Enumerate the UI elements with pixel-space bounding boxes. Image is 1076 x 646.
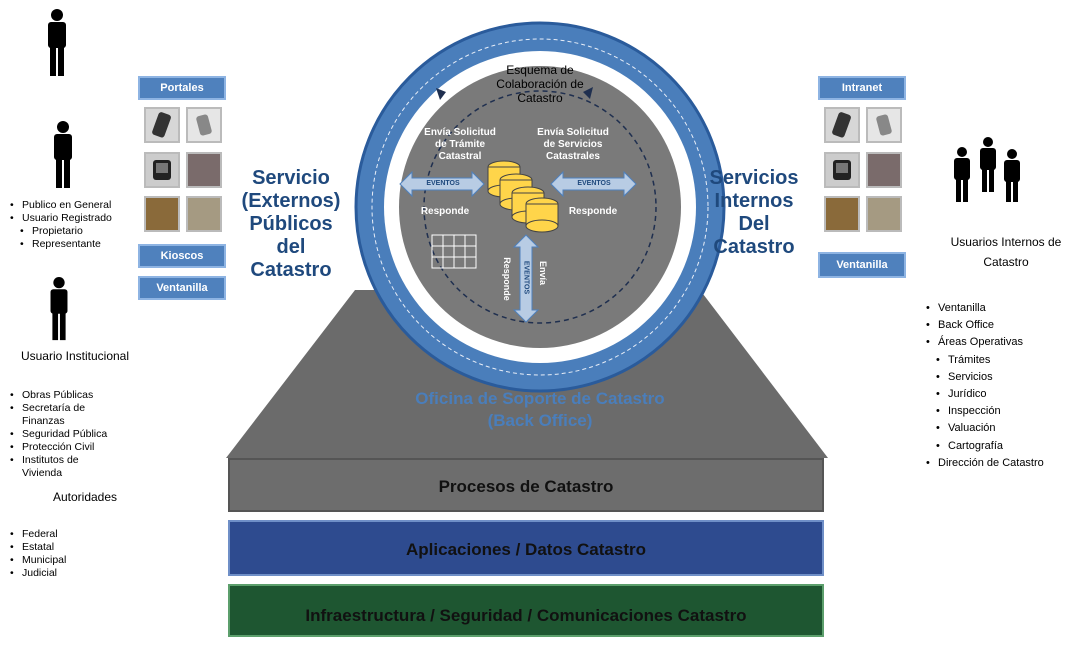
kiosk-thumbnail [866,196,902,232]
person-icon [54,121,72,188]
people-group-icon [954,137,1020,202]
person-icon [50,276,68,341]
person-icon [48,9,66,76]
list-item: Trámites [926,352,1076,369]
procesos-layer: Procesos de Catastro [228,458,824,512]
hand-thumbnail [866,152,902,188]
eventos-left-label: EVENTOS [426,180,460,187]
list-item: Institutos de Vivienda [10,454,110,480]
kiosk-thumbnail [186,196,222,232]
list-item: Ventanilla [926,300,1076,317]
list-item: Judicial [10,567,110,580]
list-item: Dirección de Catastro [926,455,1076,472]
list-item: Jurídico [926,386,1076,403]
list-item: Estatal [10,541,110,554]
aplicaciones-layer: Aplicaciones / Datos Catastro [228,520,824,576]
eventos-right-label: EVENTOS [577,180,611,187]
portales-button[interactable]: Portales [138,76,226,100]
list-item: Seguridad Pública [10,428,110,441]
usuario-institucional-label: Usuario Institucional [20,349,130,363]
list-item: Servicios [926,369,1076,386]
list-item: Cartografía [926,438,1076,455]
hand-thumbnail [186,152,222,188]
responde-left-label: Responde [420,206,470,217]
list-item: Inspección [926,403,1076,420]
responde-right-label: Responde [568,206,618,217]
phone-thumbnail [824,107,860,143]
institucional-list: Obras Públicas Secretaría de Finanzas Se… [10,389,110,480]
kiosk-thumbnail [144,196,180,232]
list-item: Protección Civil [10,441,110,454]
ventanilla-button[interactable]: Ventanilla [138,276,226,300]
device-thumbnail [824,152,860,188]
kioscos-button[interactable]: Kioscos [138,244,226,268]
autoridades-list: Federal Estatal Municipal Judicial [10,528,110,580]
pda-thumbnail [186,107,222,143]
list-item: Municipal [10,554,110,567]
list-item: Áreas Operativas [926,334,1076,351]
autoridades-label: Autoridades [52,490,118,504]
list-item: Publico en General [10,199,140,212]
list-item: Usuario Registrado [10,212,140,225]
list-item: Representante [10,238,140,251]
list-item: Valuación [926,420,1076,437]
list-item: Obras Públicas [10,389,110,402]
list-item: Back Office [926,317,1076,334]
internos-list: Ventanilla Back Office Áreas Operativas … [926,300,1076,472]
pda-thumbnail [866,107,902,143]
intranet-button[interactable]: Intranet [818,76,906,100]
list-item: Federal [10,528,110,541]
kiosk-thumbnail [824,196,860,232]
list-item: Propietario [10,225,140,238]
infraestructura-layer: Infraestructura / Seguridad / Comunicaci… [228,584,824,637]
phone-thumbnail [144,107,180,143]
device-thumbnail [144,152,180,188]
publico-list: Publico en General Usuario Registrado Pr… [10,199,140,251]
list-item: Secretaría de Finanzas [10,402,110,428]
ventanilla-right-button[interactable]: Ventanilla [818,252,906,278]
envia-vertical-label: Envía [538,260,548,285]
eventos-vertical-label: EVENTOS [522,260,530,295]
oficina-label: Oficina de Soporte de Catastro(Back Offi… [415,389,665,430]
responde-vertical-label: Responde [502,257,512,301]
